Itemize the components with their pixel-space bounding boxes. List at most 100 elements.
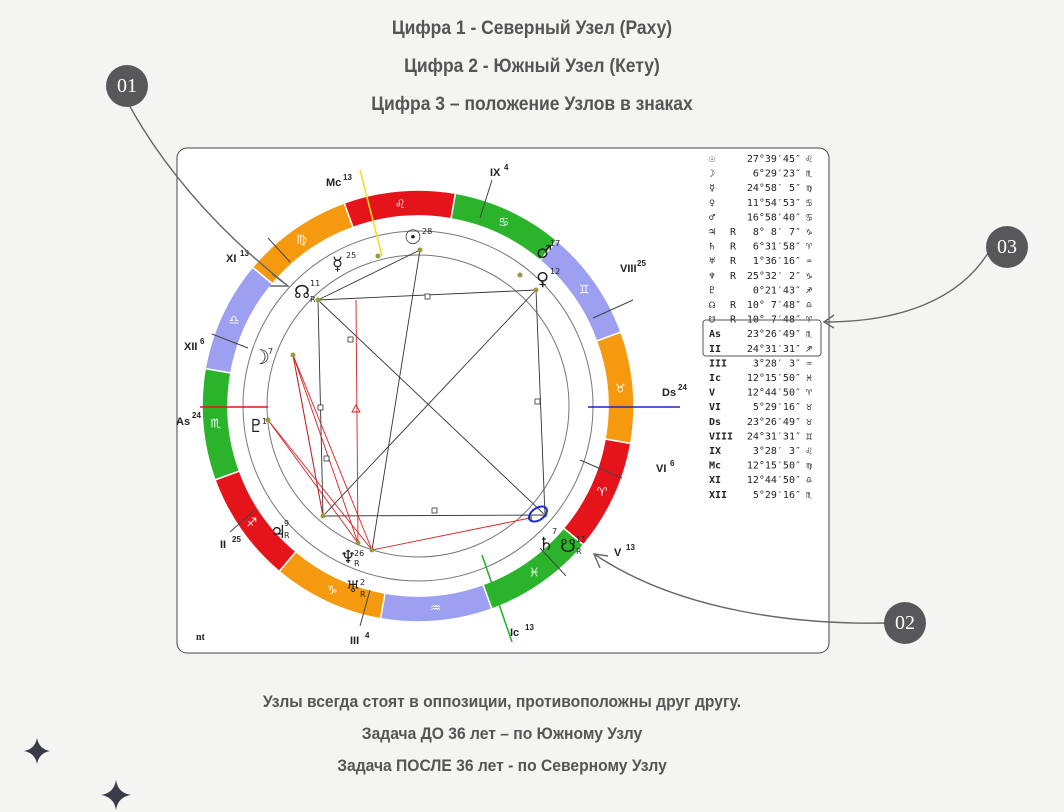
house-vi-label: VI xyxy=(656,463,666,475)
mc-axis xyxy=(359,169,383,257)
table-symbol: ♅ xyxy=(709,256,716,267)
table-symbol: Ds xyxy=(709,417,721,428)
table-sign-icon: ♉ xyxy=(806,417,812,428)
zodiac-sign-icon: ♎ xyxy=(229,313,240,327)
as-label: As xyxy=(176,416,190,428)
connector-03 xyxy=(823,249,991,323)
table-sign-icon: ♓ xyxy=(806,373,812,384)
aspect-lines-red xyxy=(267,299,531,551)
table-retro: R xyxy=(730,300,737,311)
inner-circle-outer xyxy=(242,230,594,582)
table-value: 1°36′16″ xyxy=(753,256,801,267)
zodiac-sign-icon: ♈ xyxy=(597,485,608,499)
table-symbol: Ic xyxy=(709,373,721,384)
chart-corner-label: nt xyxy=(196,632,206,643)
mc-deg: 13 xyxy=(343,173,352,182)
table-symbol: VI xyxy=(709,402,721,413)
table-sign-icon: ♋ xyxy=(806,198,812,209)
table-value: 12°44′50″ xyxy=(747,475,801,486)
house-ii-deg: 25 xyxy=(232,535,241,544)
table-symbol: ♄ xyxy=(709,242,715,253)
table-value: 12°15′50″ xyxy=(747,373,801,384)
cusp-xii xyxy=(211,333,249,349)
table-sign-icon: ♏ xyxy=(806,329,812,340)
footer-line-1: Узлы всегда стоят в оппозиции, противопо… xyxy=(262,692,742,711)
house-cusps xyxy=(211,179,634,627)
ds-label: Ds xyxy=(662,387,676,399)
house-ii-label: II xyxy=(220,539,226,551)
table-sign-icon: ♊ xyxy=(806,431,812,442)
table-value: 25°32′ 2″ xyxy=(747,271,801,282)
table-symbol: XI xyxy=(709,475,721,486)
cusp-vi xyxy=(579,459,623,479)
uranus-icon: ♅ xyxy=(346,577,360,596)
header-line-3: Цифра 3 – положение Узлов в знаках xyxy=(371,94,693,115)
table-sign-icon: ♍ xyxy=(806,461,813,472)
table-value: 5°29′16″ xyxy=(753,402,801,413)
jupiter-deg: 9 xyxy=(284,519,289,528)
house-xi-deg: 13 xyxy=(240,249,249,258)
jupiter-icon: ♃ xyxy=(270,522,286,543)
as-deg: 24 xyxy=(192,411,201,420)
mercury-icon: ☿ xyxy=(332,254,343,275)
house-iii-deg: 4 xyxy=(365,631,370,640)
zodiac-sign-icon: ♋ xyxy=(498,215,509,229)
table-sign-icon: ♒ xyxy=(806,256,812,267)
house-labels: Mc 13 IX 4 VIII 25 Ds 24 VI 6 V 13 Ic 13… xyxy=(176,163,687,647)
ic-deg: 13 xyxy=(525,623,534,632)
saturn-deg: 7 xyxy=(552,527,557,536)
connector-02 xyxy=(593,553,889,624)
zodiac-sign-icon: ♌ xyxy=(395,197,406,211)
table-retro: R xyxy=(730,227,737,238)
table-sign-icon: ♏ xyxy=(806,169,812,180)
cusp-viii xyxy=(592,299,634,319)
house-xii-deg: 6 xyxy=(200,337,205,346)
venus-icon: ♀ xyxy=(536,269,549,290)
cusp-ii xyxy=(229,509,256,533)
ic-label: Ic xyxy=(510,627,519,639)
table-retro: R xyxy=(730,256,737,267)
moon-icon: ☽ xyxy=(252,345,270,369)
table-value: 8° 8′ 7″ xyxy=(753,227,801,238)
planet-glyphs: ☉ 28 ☿ 25 ♂ 17 ♀ 12 ☊ 11 R ☽ 7 ♇ 1 ♃ 9 R… xyxy=(248,225,586,599)
table-symbol: Mc xyxy=(709,461,721,472)
zodiac-segment xyxy=(251,202,354,285)
uranus-deg: 2 xyxy=(360,578,365,587)
house-xi-label: XI xyxy=(226,253,236,265)
sparkle-icon xyxy=(24,738,50,764)
table-retro: R xyxy=(730,271,737,282)
table-sign-icon: ♏ xyxy=(806,490,812,501)
table-sign-icon: ♑ xyxy=(806,271,812,282)
venus-deg: 12 xyxy=(550,267,560,276)
sun-icon: ☉ xyxy=(404,225,422,249)
table-value: 23°26′49″ xyxy=(747,417,801,428)
zodiac-sign-icon: ♊ xyxy=(579,283,590,297)
table-value: 12°15′50″ xyxy=(747,461,801,472)
south-node-highlight xyxy=(528,505,548,523)
neptune-retro: R xyxy=(354,559,360,568)
table-value: 6°29′23″ xyxy=(753,169,801,180)
moon-deg: 7 xyxy=(268,347,273,356)
table-symbol: ☿ xyxy=(709,183,715,194)
table-value: 16°58′40″ xyxy=(747,212,801,223)
ic-axis xyxy=(481,554,513,643)
cusp-v xyxy=(539,547,567,577)
inner-circle-aspect xyxy=(266,254,570,558)
cusp-xi xyxy=(267,237,291,263)
table-sign-icon: ♈ xyxy=(806,242,812,253)
table-symbol: ♂ xyxy=(709,212,716,223)
zodiac-sign-icon: ♉ xyxy=(615,381,626,395)
footer-line-3: Задача ПОСЛЕ 36 лет - по Северному Узлу xyxy=(337,756,667,775)
sparkle-icon xyxy=(100,779,132,811)
table-value: 11°54′53″ xyxy=(747,198,801,209)
mercury-deg: 25 xyxy=(346,251,356,260)
table-sign-icon: ♑ xyxy=(806,227,812,238)
south-node-retro: R xyxy=(576,547,582,556)
table-sign-icon: ♐ xyxy=(806,285,812,296)
north-node-icon: ☊ xyxy=(294,282,310,303)
table-symbol: ♀ xyxy=(709,198,715,209)
table-symbol: XII xyxy=(709,490,727,501)
neptune-icon: ♆ xyxy=(340,547,356,568)
house-ix-deg: 4 xyxy=(504,163,509,172)
